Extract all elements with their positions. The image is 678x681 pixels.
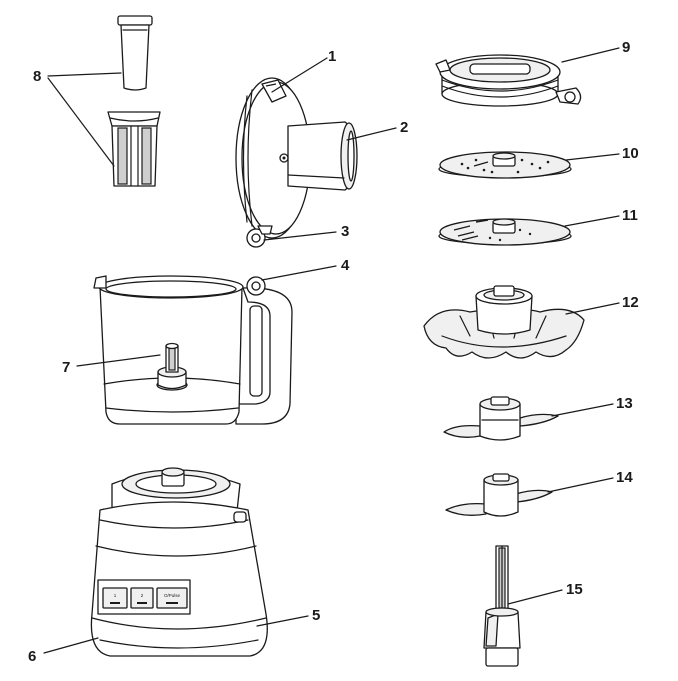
button-off-pulse-label[interactable]: O/Pulse: [164, 593, 181, 598]
callout-3: 3: [341, 223, 349, 240]
callout-6: 6: [28, 648, 36, 665]
leader-line-8a: [47, 72, 122, 77]
leader-line-8b: [47, 77, 115, 167]
callout-4: 4: [341, 257, 350, 274]
leader-line-9: [561, 47, 620, 63]
button-speed-1-label[interactable]: 1: [114, 593, 117, 598]
food-pusher-small: [117, 15, 153, 91]
slicing-disc: [438, 151, 572, 179]
leader-line-12: [565, 302, 620, 315]
work-bowl: [93, 275, 293, 425]
leader-line-7: [76, 354, 161, 367]
leader-line-13: [551, 403, 614, 417]
leader-lines: [43, 47, 620, 654]
leader-line-14: [547, 477, 614, 493]
work-bowl-lid: [235, 77, 358, 248]
leader-line-1: [271, 57, 328, 93]
motor-base: [90, 467, 268, 657]
callout-14: 14: [616, 469, 633, 486]
callout-8: 8: [33, 68, 41, 85]
leader-line-5: [256, 615, 309, 627]
dough-blade: [445, 473, 553, 517]
callout-11: 11: [622, 207, 638, 224]
callout-10: 10: [622, 145, 639, 162]
leader-line-3: [263, 231, 337, 241]
callout-9: 9: [622, 39, 630, 56]
multipurpose-blade: [443, 396, 559, 441]
callout-5: 5: [312, 607, 320, 624]
callout-2: 2: [400, 119, 408, 136]
control-button-labels: 1 2 O/Pulse: [114, 593, 181, 598]
leader-line-6: [43, 637, 99, 654]
disc-adapter-stem: [483, 545, 521, 667]
callout-7: 7: [62, 359, 70, 376]
food-pusher-large: [107, 111, 161, 187]
callout-15: 15: [566, 581, 583, 598]
dicing-kit: [435, 54, 582, 107]
disc-spacer: [423, 285, 585, 359]
leader-line-2: [346, 127, 397, 141]
leader-line-11: [564, 215, 620, 227]
shredding-disc: [438, 218, 572, 246]
button-speed-2-label[interactable]: 2: [141, 593, 144, 598]
leader-line-15: [507, 589, 563, 605]
callout-13: 13: [616, 395, 633, 412]
callout-12: 12: [622, 294, 639, 311]
callout-1: 1: [328, 48, 336, 65]
leader-line-4: [261, 265, 337, 281]
callout-numbers: 1 2 3 4 5 6 7 8 9 10 11 12 13 14 15: [28, 39, 639, 665]
leader-line-10: [565, 153, 620, 161]
